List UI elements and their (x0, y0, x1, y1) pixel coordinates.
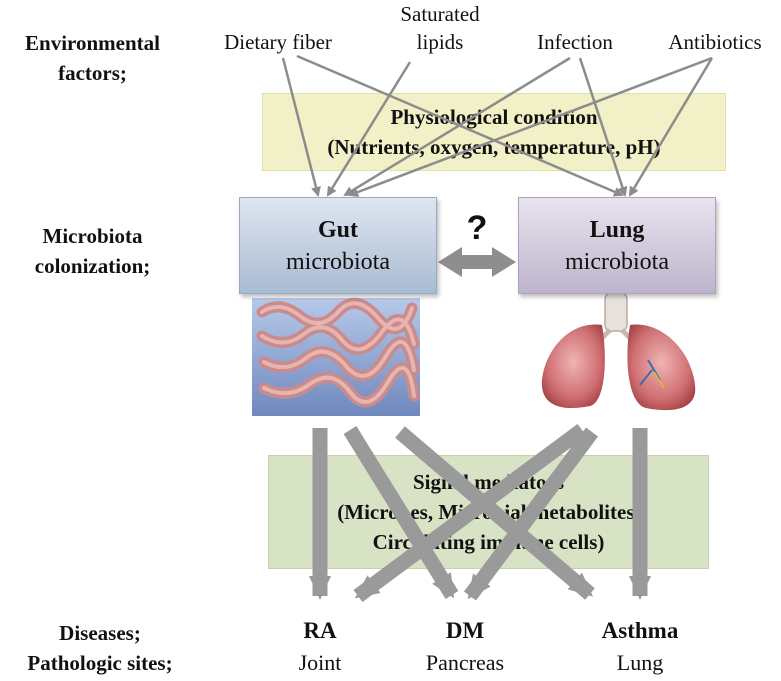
gut-subtitle: microbiota (286, 248, 390, 275)
lung-microbiota-box: Lung microbiota (518, 197, 716, 294)
lung-subtitle: microbiota (565, 248, 669, 275)
question-mark: ? (466, 209, 488, 247)
site-joint: Joint (298, 650, 342, 675)
row-label-sites: Pathologic sites; (27, 651, 173, 675)
arrow-dietary-to-gut (281, 57, 321, 197)
factor-arrows (281, 54, 714, 197)
factor-dietary-fiber: Dietary fiber (224, 30, 332, 54)
row-label-microbiota: Microbiota colonization; (0, 221, 185, 281)
disease-asthma: Asthma (601, 618, 679, 643)
arrow-infection-to-gut (343, 56, 571, 197)
arrow-lipids-to-gut (326, 61, 412, 197)
row-label-environmental-line2: factors; (58, 61, 127, 85)
site-lung: Lung (616, 650, 664, 675)
arrow-gut-to-asthma (395, 426, 595, 600)
gut-lung-double-arrow (438, 247, 516, 277)
lung-illustration (541, 292, 696, 411)
site-pancreas: Pancreas (425, 650, 505, 675)
arrow-antibiotics-to-lung (628, 57, 714, 197)
physiological-condition-box: Physiological condition (Nutrients, oxyg… (262, 93, 726, 171)
arrow-infection-to-lung (578, 57, 628, 197)
factor-infection: Infection (537, 30, 613, 54)
lung-title: Lung (589, 216, 645, 243)
factor-saturated-lipids: Saturated lipids (375, 0, 505, 56)
disease-dm: DM (445, 618, 485, 643)
gut-title: Gut (317, 216, 358, 243)
factor-saturated-lipids-line1: Saturated (400, 2, 480, 26)
disease-ra: RA (303, 618, 337, 643)
row-label-diseases: Diseases; (59, 621, 141, 645)
arrow-lung-to-dm (463, 427, 599, 601)
factor-antibiotics: Antibiotics (668, 30, 762, 54)
row-label-microbiota-line1: Microbiota (42, 224, 143, 248)
disease-arrows (309, 423, 651, 603)
arrow-lung-to-ra (353, 423, 587, 603)
gut-illustration (252, 297, 420, 416)
factor-saturated-lipids-line2: lipids (416, 30, 464, 54)
physiological-title: Physiological condition (390, 105, 598, 129)
gut-microbiota-box: Gut microbiota (239, 197, 437, 294)
arrow-antibiotics-to-gut (348, 56, 713, 197)
row-label-microbiota-line2: colonization; (34, 254, 151, 278)
row-label-environmental: Environmental factors; (0, 28, 185, 88)
row-label-environmental-line1: Environmental (25, 31, 160, 55)
arrow-gut-to-dm (343, 426, 459, 599)
